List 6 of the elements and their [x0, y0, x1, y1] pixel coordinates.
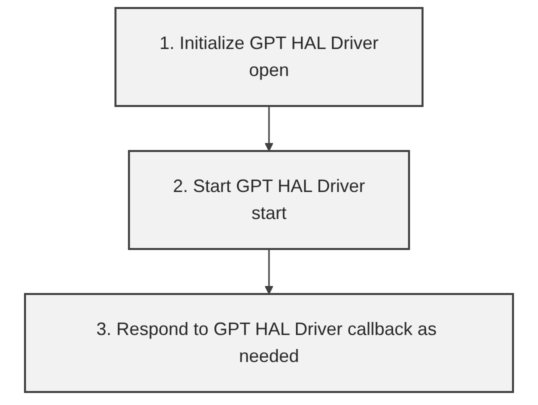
node-box — [114, 7, 424, 107]
arrow — [264, 249, 274, 294]
node-box — [128, 150, 410, 250]
arrow — [264, 106, 274, 152]
node-box — [24, 293, 514, 393]
flowchart: 1. Initialize GPT HAL Driver open 2. Start GPT HAL Driver start 3. Respond to GPT HAL Driver callback as needed — [17, 0, 521, 400]
